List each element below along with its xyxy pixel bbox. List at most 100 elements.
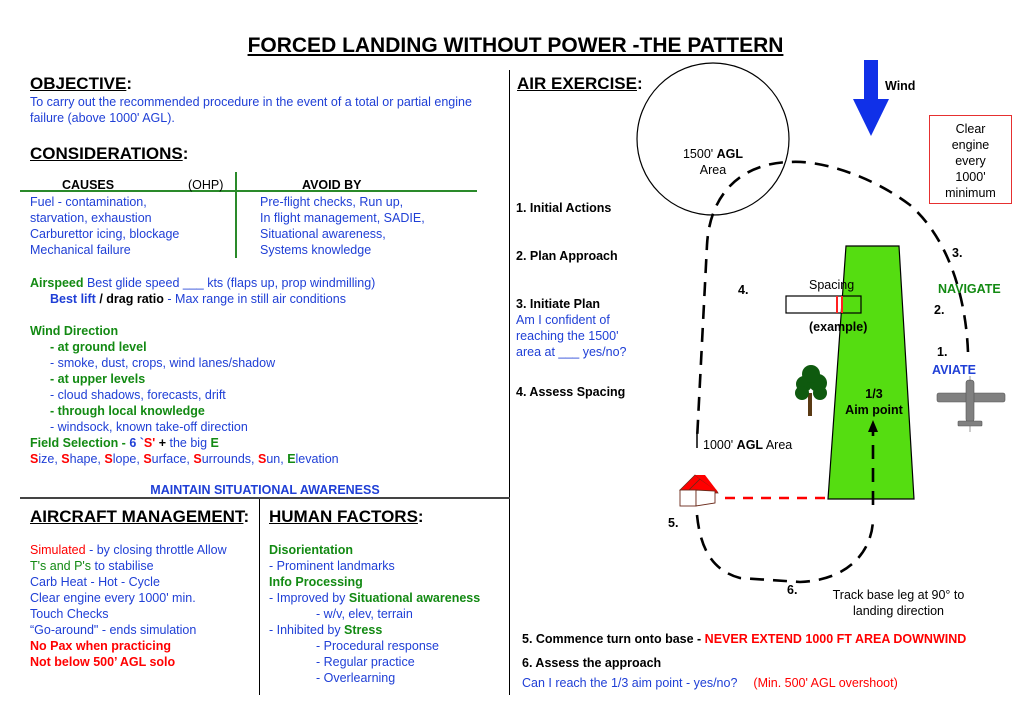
avoid-item: Situational awareness, xyxy=(260,227,386,241)
question-line: Am I confident of xyxy=(516,313,610,327)
area-1500-label: 1500' AGL Area xyxy=(680,146,746,178)
area-1000-agl: AGL xyxy=(736,438,764,452)
simulated-text: - by closing throttle Allow xyxy=(85,543,227,557)
wind-item: - at upper levels xyxy=(50,372,146,386)
field-selection-e: E xyxy=(210,436,219,450)
human-factors-list: Disorientation - Prominent landmarks Inf… xyxy=(269,542,480,686)
objective-line: To carry out the recommended procedure i… xyxy=(30,95,472,109)
step-commence-base: 5. Commence turn onto base - NEVER EXTEN… xyxy=(522,631,966,647)
clear-engine-line: every xyxy=(955,154,986,168)
spacing-label: Spacing xyxy=(809,278,855,292)
objective-heading: OBJECTIVE: xyxy=(30,74,133,93)
tps-label: T's and P's xyxy=(30,559,92,573)
field-selection-plus: + xyxy=(155,436,170,450)
aircraft-management-heading: AIRCRAFT MANAGEMENT: xyxy=(30,507,250,526)
factor-initial: S xyxy=(30,452,39,466)
table-header-rule xyxy=(20,190,477,192)
question-line: reaching the 1500' xyxy=(516,329,619,343)
factor-initial: S xyxy=(193,452,202,466)
area-1500-circle xyxy=(636,62,790,216)
factor-initial: S xyxy=(257,452,267,466)
aim-text: Aim point xyxy=(845,403,903,417)
marker-1: 1. xyxy=(937,345,948,359)
step-plan-approach: 2. Plan Approach xyxy=(516,249,618,263)
track-base-line: landing direction xyxy=(852,604,945,618)
am-line: T's and P's to stabilise xyxy=(30,558,227,574)
step5-warning: NEVER EXTEND 1000 FT AREA DOWNWIND xyxy=(704,632,967,646)
section-divider xyxy=(20,497,510,499)
field-selection-s: S' xyxy=(143,436,156,450)
step6-note: (Min. 500' AGL overshoot) xyxy=(753,676,898,690)
field-selection-six: 6 ` xyxy=(129,436,144,450)
area-1500-alt: 1500' xyxy=(682,147,717,161)
airspeed-text: Best glide speed ___ kts (flaps up, prop… xyxy=(83,276,376,290)
hf-situational: Situational awareness xyxy=(348,591,481,605)
simulated-label: Simulated xyxy=(30,543,86,557)
wind-list: - at ground level - smoke, dust, crops, … xyxy=(50,339,275,435)
aviate-label: AVIATE xyxy=(932,363,976,377)
air-exercise-heading-text: AIR EXERCISE xyxy=(517,74,637,93)
maintain-awareness: MAINTAIN SITUATIONAL AWARENESS xyxy=(150,483,380,497)
avoid-header: AVOID BY xyxy=(302,178,362,192)
factor-rest: hape, xyxy=(69,452,105,466)
factor-rest: urface, xyxy=(151,452,194,466)
human-factors-heading-text: HUMAN FACTORS xyxy=(269,507,418,526)
cause-item: Fuel - contamination, xyxy=(30,195,147,209)
wind-item: - windsock, known take-off direction xyxy=(50,420,248,434)
wind-item: - through local knowledge xyxy=(50,404,205,418)
area-1500-area: Area xyxy=(699,163,727,177)
factor-initial: S xyxy=(61,452,70,466)
area-1000-label: 1000' AGL Area xyxy=(703,437,792,453)
causes-header: CAUSES xyxy=(62,178,115,192)
objective-heading-text: OBJECTIVE xyxy=(30,74,127,93)
step-initiate-plan: 3. Initiate Plan xyxy=(516,297,601,311)
wind-item: - smoke, dust, crops, wind lanes/shadow xyxy=(50,356,276,370)
hf-line: - Prominent landmarks xyxy=(269,559,395,573)
subsection-divider xyxy=(259,499,260,695)
field-selection-line: Field Selection - 6 `S' + the big E xyxy=(30,435,219,451)
air-exercise-heading: AIR EXERCISE: xyxy=(517,74,643,93)
field-selection-rest: the big xyxy=(169,436,211,450)
considerations-heading-text: CONSIDERATIONS xyxy=(30,144,183,163)
lift-drag-line: Best lift / drag ratio - Max range in st… xyxy=(50,291,346,307)
am-warning: No Pax when practicing xyxy=(30,639,172,653)
field-selection-label: Field Selection - xyxy=(30,436,130,450)
tps-text: to stabilise xyxy=(91,559,154,573)
factor-initial: S xyxy=(143,452,152,466)
navigate-label: NAVIGATE xyxy=(938,282,1001,296)
ld-text: - Max range in still air conditions xyxy=(163,292,346,306)
wind-item: - cloud shadows, forecasts, drift xyxy=(50,388,226,402)
factor-rest: urrounds, xyxy=(201,452,258,466)
am-line: “Go-around" - ends simulation xyxy=(30,623,197,637)
track-base-label: Track base leg at 90° to landing directi… xyxy=(826,587,971,619)
ld-slash: / xyxy=(95,292,107,306)
marker-5: 5. xyxy=(668,516,679,530)
considerations-heading: CONSIDERATIONS: xyxy=(30,144,189,163)
objective-line: failure (above 1000' AGL). xyxy=(30,111,175,125)
step-initial-actions: 1. Initial Actions xyxy=(516,201,612,215)
am-line: Touch Checks xyxy=(30,607,109,621)
step-assess-spacing: 4. Assess Spacing xyxy=(516,385,626,399)
wind-heading: Wind Direction xyxy=(30,324,119,338)
aim-fraction: 1/3 xyxy=(865,387,883,401)
clear-engine-line: engine xyxy=(951,138,990,152)
aim-point-label: 1/3 Aim point xyxy=(840,386,908,418)
ohp-label: (OHP) xyxy=(188,178,224,192)
track-base-line: Track base leg at 90° to xyxy=(832,588,965,602)
avoid-item: In flight management, SADIE, xyxy=(260,211,425,225)
clear-engine-line: Clear xyxy=(955,122,986,136)
factor-initial: S xyxy=(104,452,113,466)
step-assess-approach: 6. Assess the approach xyxy=(522,656,662,670)
area-1500-agl: AGL xyxy=(716,147,744,161)
human-factors-heading: HUMAN FACTORS: xyxy=(269,507,424,526)
step6-question: Can I reach the 1/3 aim point - yes/no? xyxy=(522,676,738,690)
avoid-item: Pre-flight checks, Run up, xyxy=(260,195,404,209)
avoid-item: Systems knowledge xyxy=(260,243,372,257)
clear-engine-line: 1000' xyxy=(955,170,986,184)
objective-text: To carry out the recommended procedure i… xyxy=(30,94,472,126)
step5-text: 5. Commence turn onto base - xyxy=(522,632,705,646)
area-1000-alt: 1000' xyxy=(703,438,737,452)
avoid-list: Pre-flight checks, Run up, In flight man… xyxy=(260,194,425,258)
hf-improved: - Improved by xyxy=(269,591,349,605)
hf-inhibited: - Inhibited by xyxy=(269,623,345,637)
